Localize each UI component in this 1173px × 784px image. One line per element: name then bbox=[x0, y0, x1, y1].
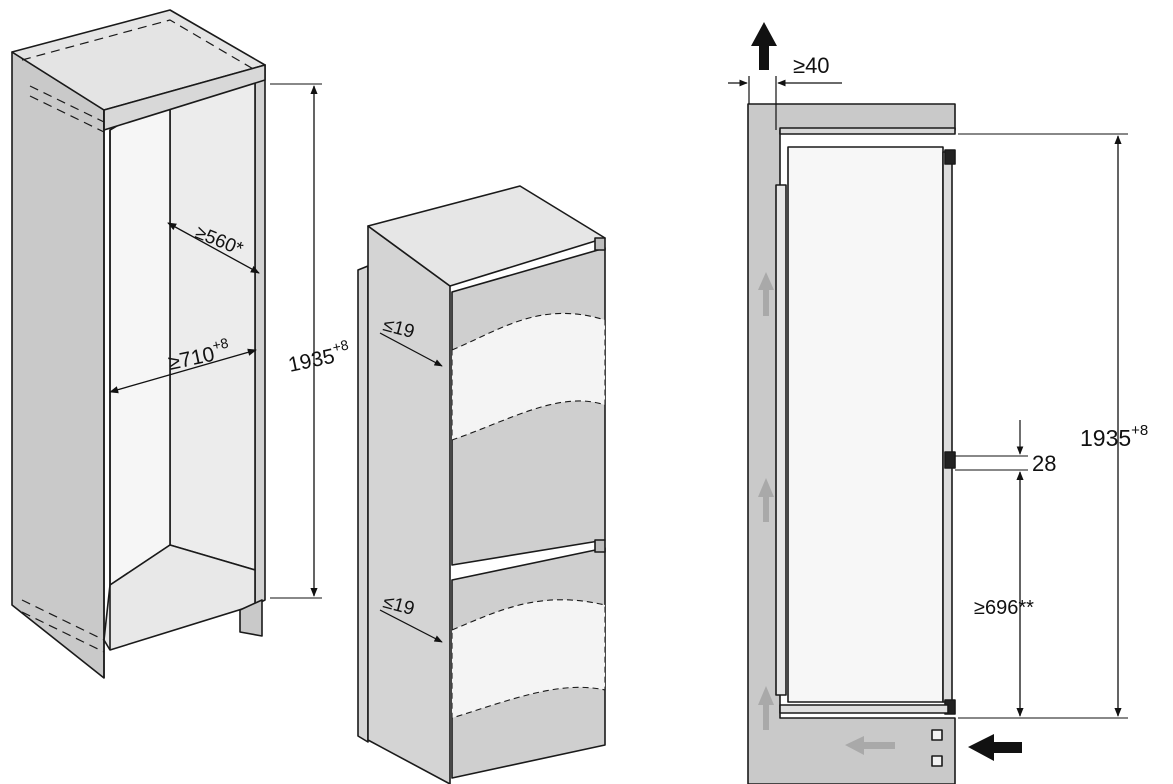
cabinet-drawing bbox=[11, 9, 266, 679]
hinge-gap-label: 28 bbox=[1032, 451, 1056, 476]
cabinet-inner-side bbox=[109, 94, 171, 586]
upper-decor-front bbox=[451, 312, 606, 441]
appliance-side-panel bbox=[367, 225, 451, 784]
side-section-drawing bbox=[747, 103, 956, 784]
intake-left-arrow-icon bbox=[968, 734, 1022, 761]
cabinet-depth-dimension-line bbox=[167, 222, 260, 274]
airflow-up-arrow-icon bbox=[758, 272, 774, 316]
cabinet-side-panel bbox=[11, 51, 105, 679]
cabinet-height-label: 1935+8 bbox=[285, 336, 352, 376]
cabinet-front-right-edge bbox=[254, 64, 266, 606]
airflow-up-arrow-icon bbox=[758, 686, 774, 730]
exhaust-up-arrow-icon bbox=[751, 22, 777, 70]
appliance-drawing bbox=[357, 185, 606, 784]
side-height-label: 1935+8 bbox=[1080, 422, 1148, 451]
cabinet-width-dimension-line bbox=[109, 348, 257, 394]
airflow-up-arrow-icon bbox=[758, 478, 774, 522]
cabinet-back-wall bbox=[169, 79, 256, 571]
airflow-left-arrow-icon bbox=[845, 736, 895, 755]
lower-decor-front bbox=[451, 599, 606, 719]
appliance-section-body bbox=[787, 146, 944, 703]
lower-height-label: ≥696** bbox=[974, 597, 1034, 619]
airflow-arrows bbox=[758, 272, 895, 755]
ventilation-gap-label: ≥40 bbox=[793, 53, 830, 78]
